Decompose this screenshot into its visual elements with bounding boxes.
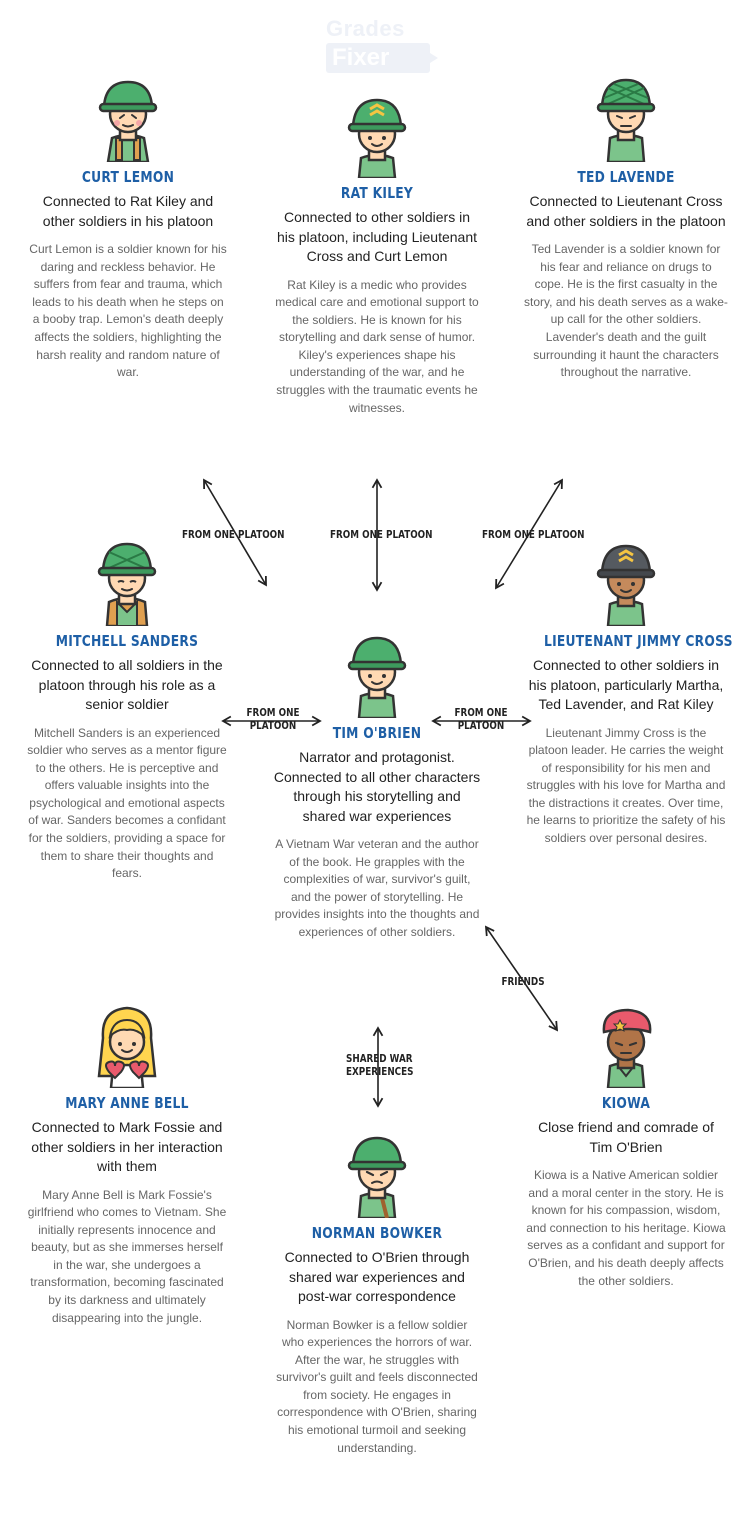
character-description: Curt Lemon is a soldier known for his da… bbox=[29, 242, 227, 380]
character-card-tim-obrien: TIM O'BRIEN Narrator and protagonist. Co… bbox=[272, 632, 482, 942]
relation-label-lavender: FROM ONE PLATOON bbox=[482, 528, 585, 541]
arrow-icon bbox=[203, 478, 267, 587]
character-name: RAT KILEY bbox=[340, 184, 414, 202]
relation-label-line: SHARED WAR bbox=[346, 1052, 413, 1065]
character-card-jimmy-cross: LIEUTENANT JIMMY CROSS Connected to othe… bbox=[526, 540, 733, 848]
character-card-mary-anne-bell: MARY ANNE BELL Connected to Mark Fossie … bbox=[26, 1002, 228, 1327]
character-connection: Connected to Mark Fossie and other soldi… bbox=[31, 1119, 223, 1174]
relation-label-line: EXPERIENCES bbox=[346, 1065, 414, 1078]
character-connection: Connected to O'Brien through shared war … bbox=[284, 1249, 470, 1304]
logo-line-2: Fixer bbox=[332, 44, 390, 71]
character-name: CURT LEMON bbox=[81, 168, 175, 186]
soldier-avatar-icon bbox=[98, 80, 158, 162]
logo-line-1: Grades bbox=[326, 16, 405, 41]
soldier-avatar-icon bbox=[347, 636, 407, 718]
relation-label-kiowa: FRIENDS bbox=[501, 975, 545, 988]
character-name: NORMAN BOWKER bbox=[311, 1224, 443, 1242]
woman-avatar-icon bbox=[97, 1006, 157, 1088]
character-card-kiowa: KIOWA Close friend and comrade of Tim O'… bbox=[525, 1002, 727, 1290]
character-description: Ted Lavender is a soldier known for his … bbox=[524, 242, 728, 380]
relation-label-line: FROM ONE bbox=[454, 706, 508, 719]
relation-label-bowker: SHARED WAR EXPERIENCES bbox=[346, 1052, 414, 1078]
character-card-curt-lemon: CURT LEMON Connected to Rat Kiley and ot… bbox=[28, 76, 228, 382]
character-description: Norman Bowker is a fellow soldier who ex… bbox=[276, 1317, 478, 1455]
character-connection: Connected to other soldiers in his plato… bbox=[276, 209, 478, 264]
character-description: Lieutenant Jimmy Cross is the platoon le… bbox=[526, 725, 726, 846]
character-description: Mary Anne Bell is Mark Fossie's girlfrie… bbox=[27, 1187, 227, 1325]
soldier-avatar-icon bbox=[602, 1008, 652, 1088]
character-card-mitchell-sanders: MITCHELL SANDERS Connected to all soldie… bbox=[26, 540, 228, 883]
soldier-avatar-icon bbox=[97, 542, 157, 626]
character-name: MITCHELL SANDERS bbox=[55, 632, 199, 650]
character-connection: Connected to Rat Kiley and other soldier… bbox=[42, 193, 214, 229]
relation-label-sanders: FROM ONE PLATOON bbox=[245, 706, 301, 732]
relation-label-line: FROM ONE bbox=[246, 706, 300, 719]
character-name: LIEUTENANT JIMMY CROSS bbox=[544, 632, 733, 650]
gradesfixer-logo: Grades Fixer bbox=[326, 16, 440, 76]
character-description: Mitchell Sanders is an experienced soldi… bbox=[27, 725, 227, 881]
character-description: A Vietnam War veteran and the author of … bbox=[274, 837, 480, 939]
logo-box: Fixer bbox=[326, 43, 438, 73]
character-name: TED LAVENDE bbox=[577, 168, 675, 186]
soldier-avatar-icon bbox=[347, 98, 407, 178]
character-name: MARY ANNE BELL bbox=[65, 1094, 189, 1112]
soldier-avatar-icon bbox=[596, 78, 656, 162]
character-connection: Narrator and protagonist. Connected to a… bbox=[273, 749, 481, 824]
character-connection: Close friend and comrade of Tim O'Brien bbox=[538, 1119, 714, 1155]
soldier-avatar-icon bbox=[347, 1136, 407, 1218]
arrow-icon bbox=[484, 925, 559, 1032]
character-name: TIM O'BRIEN bbox=[332, 724, 422, 742]
arrow-icon bbox=[495, 478, 563, 590]
soldier-avatar-icon bbox=[596, 544, 656, 626]
relation-label-kiley: FROM ONE PLATOON bbox=[330, 528, 433, 541]
relation-label-line: PLATOON bbox=[249, 719, 297, 732]
character-connection: Connected to all soldiers in the platoon… bbox=[31, 657, 223, 712]
character-card-norman-bowker: NORMAN BOWKER Connected to O'Brien throu… bbox=[276, 1132, 478, 1457]
character-description: Rat Kiley is a medic who provides medica… bbox=[275, 277, 479, 415]
character-connection: Connected to Lieutenant Cross and other … bbox=[526, 193, 726, 229]
character-card-ted-lavender: TED LAVENDE Connected to Lieutenant Cros… bbox=[524, 76, 728, 382]
character-connection: Connected to other soldiers in his plato… bbox=[528, 657, 724, 712]
character-description: Kiowa is a Native American soldier and a… bbox=[526, 1168, 726, 1288]
relation-label-line: PLATOON bbox=[457, 719, 505, 732]
character-name: KIOWA bbox=[601, 1094, 651, 1112]
character-card-rat-kiley: RAT KILEY Connected to other soldiers in… bbox=[275, 94, 479, 417]
relation-label-lemon: FROM ONE PLATOON bbox=[182, 528, 285, 541]
relation-label-cross: FROM ONE PLATOON bbox=[453, 706, 509, 732]
